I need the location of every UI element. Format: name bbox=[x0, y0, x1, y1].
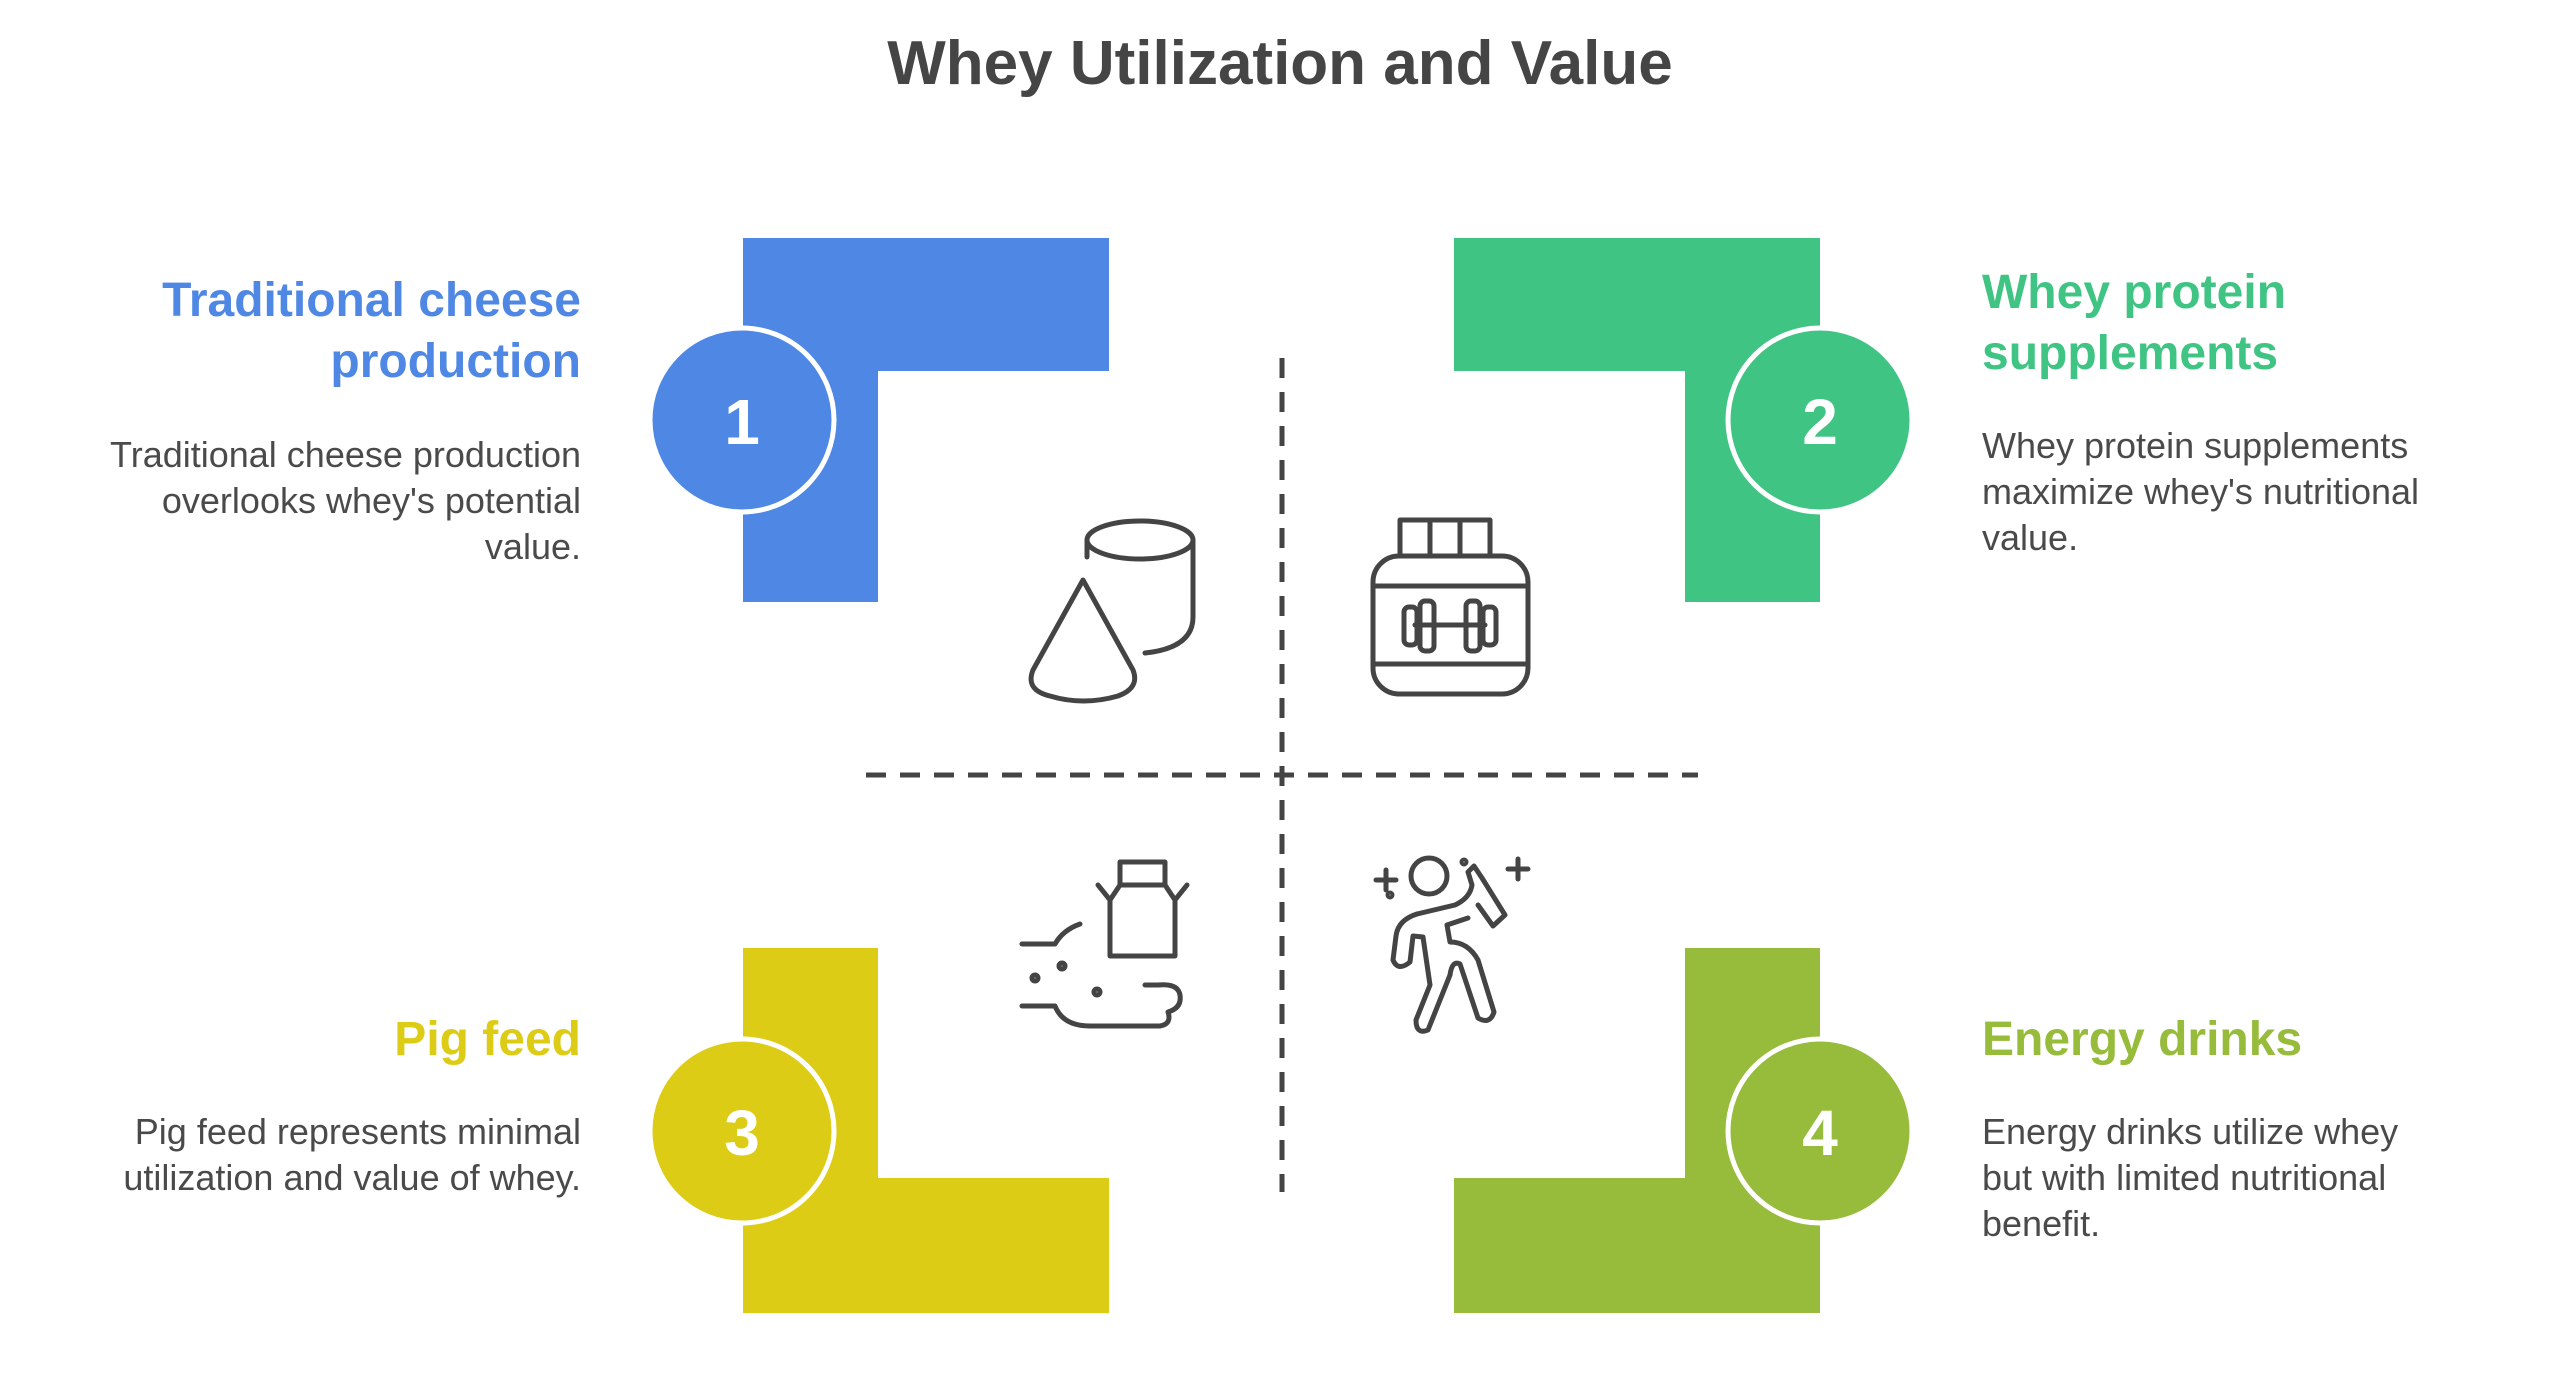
cheese-shapes-icon bbox=[1028, 518, 1196, 704]
quadrant-2-description: Whey protein supplements maximize whey's… bbox=[1982, 425, 2420, 558]
quadrant-1-heading: Traditional cheese production bbox=[162, 274, 581, 388]
number-badge-2: 2 bbox=[1725, 325, 1915, 515]
svg-text:3: 3 bbox=[724, 1097, 760, 1169]
quadrant-4-heading: Energy drinks bbox=[1982, 1013, 2303, 1066]
protein-jar-icon bbox=[1370, 517, 1531, 697]
milk-can-hand-icon bbox=[1019, 859, 1190, 1029]
quadrant-1-description: Traditional cheese production overlooks … bbox=[110, 434, 581, 567]
number-badge-1: 1 bbox=[647, 325, 837, 515]
svg-text:4: 4 bbox=[1802, 1097, 1838, 1169]
quadrant-4-description: Energy drinks utilize whey but with limi… bbox=[1982, 1111, 2399, 1244]
number-badge-4: 4 bbox=[1725, 1036, 1915, 1226]
athlete-drinking-icon bbox=[1373, 855, 1531, 1034]
quadrant-3-description: Pig feed represents minimal utilization … bbox=[123, 1111, 581, 1198]
quadrant-2-heading: Whey protein supplements bbox=[1982, 266, 2287, 380]
number-badge-3: 3 bbox=[647, 1036, 837, 1226]
quadrant-1-shape bbox=[743, 238, 1109, 602]
svg-text:2: 2 bbox=[1802, 386, 1838, 458]
svg-text:1: 1 bbox=[724, 386, 760, 458]
page-title: Whey Utilization and Value bbox=[887, 29, 1673, 98]
quadrant-3-shape bbox=[743, 948, 1109, 1313]
quadrant-3-heading: Pig feed bbox=[394, 1013, 581, 1066]
quadrant-4-shape bbox=[1454, 948, 1820, 1313]
quadrant-2-shape bbox=[1454, 238, 1820, 602]
